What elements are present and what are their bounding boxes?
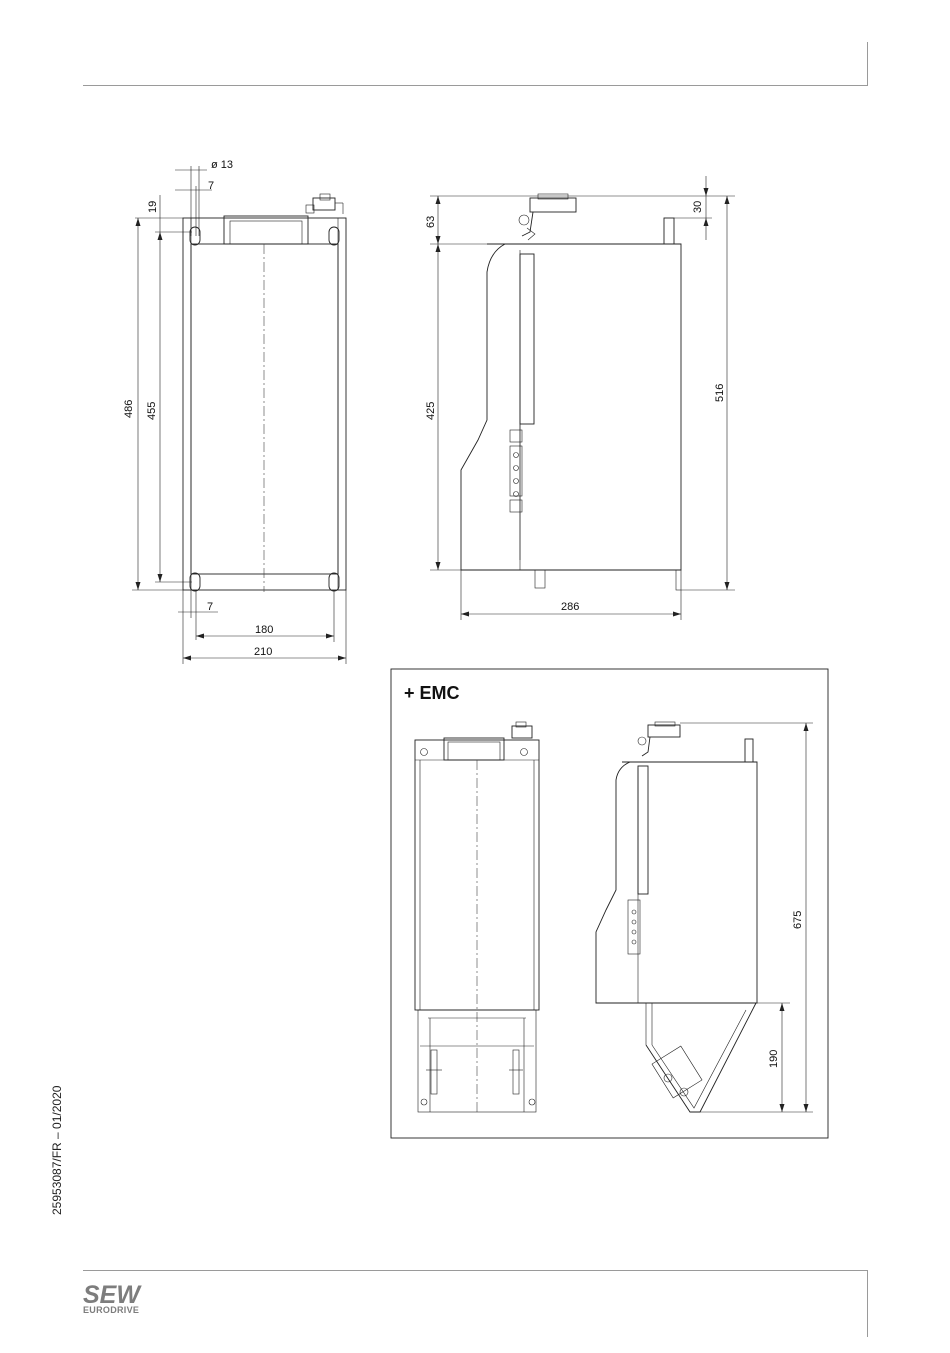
dim-hole-offset-top: 7 [208,180,214,192]
dim-height-body: 425 [425,402,437,420]
dim-emc-height-total: 675 [792,911,804,929]
emc-front-view [415,722,539,1112]
dim-width-holes: 180 [255,624,273,636]
dim-depth: 286 [561,601,579,613]
dim-height-total-side: 516 [714,384,726,402]
dim-top-clearance: 63 [425,216,437,228]
dim-hole-offset-bottom: 7 [207,601,213,613]
emc-title: + EMC [404,683,460,703]
dim-top-small: 30 [692,201,704,213]
dim-width-total: 210 [254,646,272,658]
dim-hole-diameter: ø 13 [211,159,233,171]
front-view [132,166,346,664]
emc-side-view [596,722,813,1112]
dim-emc-filter-height: 190 [768,1050,780,1068]
logo-sub-text: EURODRIVE [83,1306,140,1315]
dim-top-offset: 19 [147,201,159,213]
document-reference: 25953087/FR – 01/2020 [50,1086,64,1215]
side-view [430,176,735,620]
sew-eurodrive-logo: SEW EURODRIVE [83,1283,140,1315]
dim-height-total: 486 [123,400,135,418]
dim-height-holes: 455 [146,402,158,420]
